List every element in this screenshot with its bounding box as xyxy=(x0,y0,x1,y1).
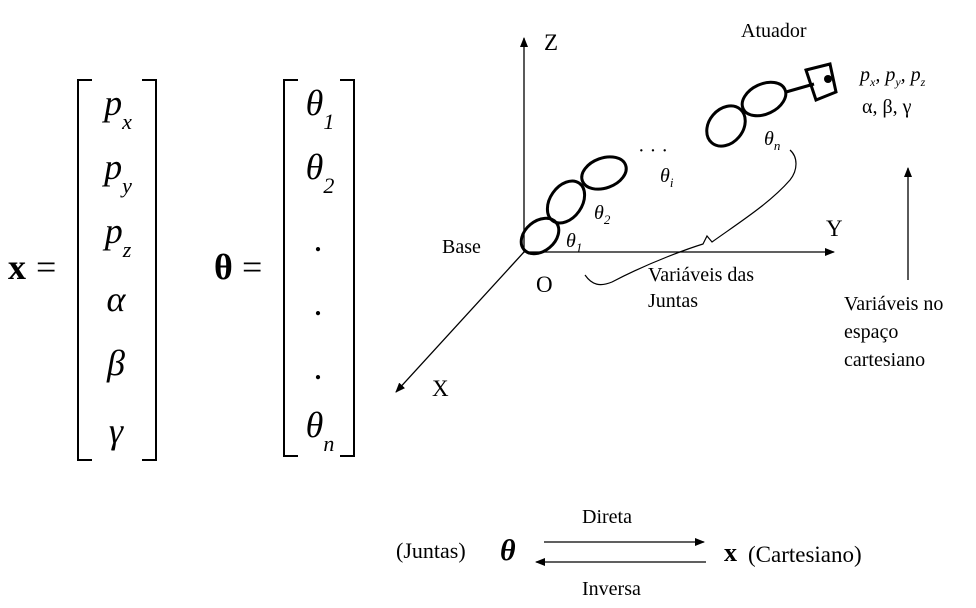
joint-label-n: θn xyxy=(764,128,781,153)
x-vector-equals: = xyxy=(36,247,57,287)
z-axis-label: Z xyxy=(544,30,559,55)
x-entry-pz: pz xyxy=(104,211,132,263)
cartesian-variables-line-1: Variáveis no xyxy=(844,293,944,315)
inverse-label: Inversa xyxy=(582,578,641,600)
theta-entry-dot-2: . xyxy=(313,283,323,323)
x-symbol: x xyxy=(724,538,737,567)
joint-ellipsis: · · · xyxy=(638,140,668,162)
theta-entry-2: θ2 xyxy=(305,147,335,199)
actuator-label: Atuador xyxy=(741,20,807,42)
y-axis-label: Y xyxy=(826,216,843,241)
theta-entry-dot-1: . xyxy=(313,219,323,259)
link-n-1 xyxy=(705,104,747,148)
theta-entry-dot-3: . xyxy=(313,347,323,387)
joints-label: (Juntas) xyxy=(396,538,466,563)
robot-links xyxy=(519,80,788,256)
theta-vector-equals: = xyxy=(242,247,263,287)
link-n xyxy=(740,80,788,118)
cartesian-label: (Cartesiano) xyxy=(748,542,862,567)
end-effector-orientation: α, β, γ xyxy=(862,96,912,118)
py-symbol: py xyxy=(885,64,901,89)
forward-label: Direta xyxy=(582,506,632,528)
actuator-gripper xyxy=(785,62,838,102)
cartesian-variables-line-3: cartesiano xyxy=(844,349,926,371)
x-entry-alpha: α xyxy=(106,279,126,319)
joint-label-2: θ2 xyxy=(594,202,611,227)
theta-vector-brackets xyxy=(283,79,355,457)
x-entry-py: py xyxy=(104,147,132,199)
end-effector-position: px, py, pz xyxy=(860,64,926,89)
x-axis-label: X xyxy=(432,376,449,401)
theta-entry-n: θn xyxy=(305,405,335,457)
origin-label: O xyxy=(536,272,553,297)
joint-label-1: θ1 xyxy=(566,230,583,255)
x-entry-px: px xyxy=(104,83,132,135)
joint-label-i: θi xyxy=(660,165,674,190)
joint-variables-brace xyxy=(584,149,797,286)
theta-entry-1: θ1 xyxy=(305,83,335,135)
joint-variables-label: Variáveis das Juntas xyxy=(648,262,754,314)
x-vector-name: x xyxy=(8,247,26,287)
theta-vector-name: θ xyxy=(214,247,233,287)
x-vector-brackets xyxy=(77,79,157,461)
base-label: Base xyxy=(442,236,481,258)
joint-variables-line-1: Variáveis das xyxy=(648,264,755,286)
theta-symbol: θ xyxy=(500,534,516,567)
x-entry-gamma: γ xyxy=(108,411,124,451)
end-effector-point xyxy=(824,75,832,83)
cartesian-variables-label: Variáveis no espaço cartesiano xyxy=(844,290,943,374)
cartesian-variables-line-2: espaço xyxy=(844,321,899,343)
link-3 xyxy=(580,155,628,191)
x-axis xyxy=(395,251,525,393)
joint-variables-line-2: Juntas xyxy=(648,290,698,312)
x-entry-beta: β xyxy=(107,343,125,383)
px-symbol: px xyxy=(860,64,876,89)
link-2 xyxy=(545,179,587,225)
pz-symbol: pz xyxy=(910,64,926,89)
